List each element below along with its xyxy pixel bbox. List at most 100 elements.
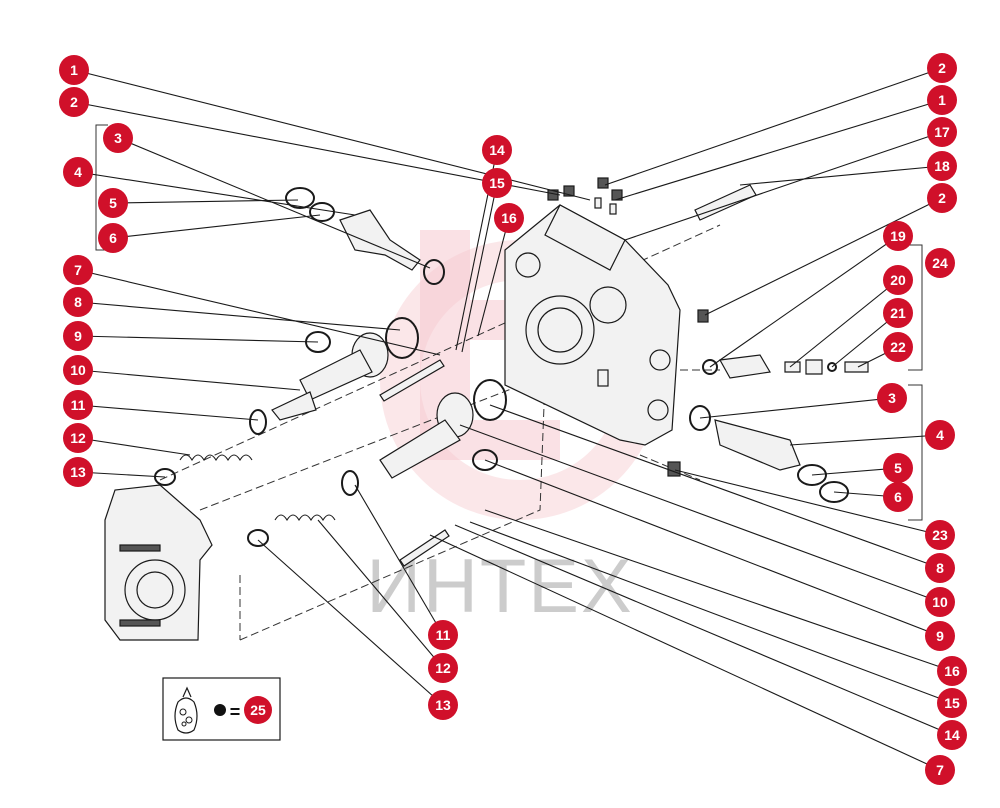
leader-line-20 <box>789 279 899 368</box>
callout-label: 21 <box>890 305 906 321</box>
callout-label: 10 <box>932 594 948 610</box>
leader-line-15 <box>469 521 953 704</box>
callout-marker <box>937 720 967 750</box>
callout-marker <box>937 688 967 718</box>
callout-marker <box>925 520 955 550</box>
callout-marker <box>63 457 93 487</box>
callout-13: 13 <box>63 457 93 487</box>
callout-marker <box>925 755 955 785</box>
callout-label: 15 <box>944 695 960 711</box>
callout-label: 4 <box>936 427 944 443</box>
callout-marker <box>428 653 458 683</box>
callout-marker <box>925 553 955 583</box>
callout-marker <box>937 656 967 686</box>
callout-18: 18 <box>927 151 957 181</box>
leader-line-10 <box>459 424 941 603</box>
callout-label: 22 <box>890 339 906 355</box>
callout-1: 1 <box>59 55 89 85</box>
callout-7: 7 <box>925 755 955 785</box>
callout-label: 5 <box>109 195 117 211</box>
callout-label: 8 <box>936 560 944 576</box>
leader-line-9 <box>484 459 941 637</box>
bracket-right-4 <box>908 384 923 521</box>
callout-marker <box>927 183 957 213</box>
callout-label: 14 <box>489 142 505 158</box>
callout-6: 6 <box>883 482 913 512</box>
leader-line-11 <box>354 484 444 636</box>
callout-marker <box>63 355 93 385</box>
leader-line-13 <box>257 539 444 706</box>
callout-label: 17 <box>934 124 950 140</box>
callout-marker <box>63 157 93 187</box>
callout-label: 12 <box>70 430 86 446</box>
callout-label: 7 <box>936 762 944 778</box>
leader-line-12 <box>317 519 444 669</box>
bracket-right-24 <box>908 244 923 371</box>
callout-marker <box>925 587 955 617</box>
callout-label: 7 <box>74 262 82 278</box>
callout-marker <box>59 87 89 117</box>
callout-marker <box>63 287 93 317</box>
callout-marker <box>883 482 913 512</box>
callout-label: 4 <box>74 164 82 180</box>
callout-label: 3 <box>888 390 896 406</box>
callout-label: 5 <box>894 460 902 476</box>
callout-2: 2 <box>927 53 957 83</box>
callout-label: 16 <box>501 210 517 226</box>
bag-icon <box>174 686 198 734</box>
callout-label: 24 <box>932 255 948 271</box>
callout-label: 8 <box>74 294 82 310</box>
springs-and-rings <box>154 331 498 547</box>
leader-line-2 <box>604 67 943 186</box>
callout-label: 13 <box>70 464 86 480</box>
callout-marker <box>494 203 524 233</box>
callout-label: 10 <box>70 362 86 378</box>
callout-13: 13 <box>428 690 458 720</box>
top-screws <box>547 177 623 215</box>
pump-housing <box>504 204 681 446</box>
callout-marker <box>927 151 957 181</box>
leader-line-17 <box>624 131 943 241</box>
callout-marker <box>63 390 93 420</box>
callout-marker <box>927 53 957 83</box>
callout-label: 9 <box>74 328 82 344</box>
callout-15: 15 <box>482 168 512 198</box>
callout-23: 23 <box>925 520 955 550</box>
leader-line-3 <box>117 137 431 269</box>
leader-line-19 <box>709 235 899 368</box>
leader-line-5 <box>112 199 299 204</box>
callout-marker <box>927 85 957 115</box>
callout-9: 9 <box>925 621 955 651</box>
rear-cover <box>104 484 213 641</box>
callout-12: 12 <box>428 653 458 683</box>
callout-marker <box>883 298 913 328</box>
leader-line-2 <box>73 101 561 196</box>
kit-legend: = 25 <box>162 677 281 741</box>
callout-marker <box>428 690 458 720</box>
callout-markers: 1234567891011121314151621171821924202122… <box>59 53 967 785</box>
callout-marker <box>877 383 907 413</box>
kit-callout-marker <box>244 696 272 724</box>
callout-marker <box>103 123 133 153</box>
callout-label: 14 <box>944 727 960 743</box>
leader-line-8 <box>489 404 941 569</box>
callout-14: 14 <box>482 135 512 165</box>
callout-3: 3 <box>103 123 133 153</box>
callout-label: 6 <box>109 230 117 246</box>
callout-marker <box>883 332 913 362</box>
callout-5: 5 <box>883 453 913 483</box>
callout-label: 11 <box>71 397 86 413</box>
leader-line-9 <box>77 335 319 343</box>
callout-label: 2 <box>938 190 946 206</box>
callout-4: 4 <box>925 420 955 450</box>
callout-2: 2 <box>927 183 957 213</box>
callout-20: 20 <box>883 265 913 295</box>
callout-11: 11 <box>428 620 458 650</box>
callout-21: 21 <box>883 298 913 328</box>
callout-10: 10 <box>925 587 955 617</box>
callout-label: 6 <box>894 489 902 505</box>
callout-marker <box>883 265 913 295</box>
callout-15: 15 <box>937 688 967 718</box>
leader-line-7 <box>77 269 441 356</box>
